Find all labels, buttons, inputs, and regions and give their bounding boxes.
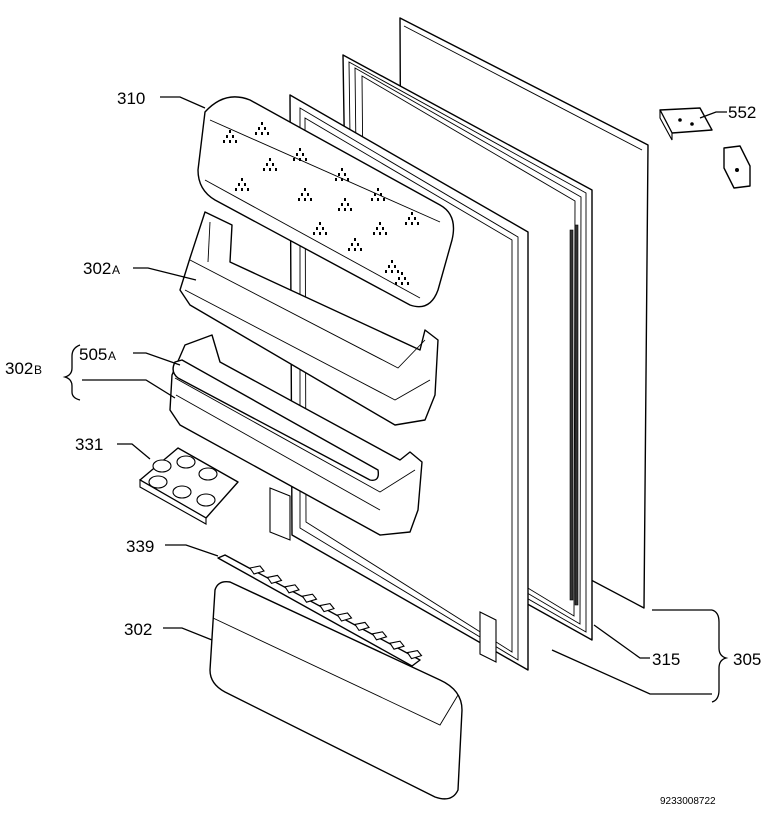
rack-tooth <box>266 574 283 585</box>
egg-relief <box>373 222 387 235</box>
egg-relief <box>235 178 249 191</box>
rack-tooth <box>371 631 388 641</box>
leader-lines <box>62 96 729 703</box>
egg-relief <box>348 238 362 251</box>
egg-relief <box>263 158 277 171</box>
label-331: 331 <box>75 435 103 454</box>
egg-relief <box>371 188 385 201</box>
egg-relief <box>293 148 307 161</box>
rack-tooth <box>406 649 423 660</box>
rack-tooth <box>336 612 353 622</box>
egg-tray <box>139 447 239 525</box>
rack-tooth <box>249 565 265 575</box>
label-302A: 302 <box>83 259 111 278</box>
egg-relief <box>313 222 327 235</box>
egg-relief <box>223 130 237 143</box>
label-302: 302 <box>124 620 152 639</box>
upper-door-shelf <box>179 211 439 426</box>
label-305: 305 <box>733 650 761 669</box>
dairy-compartment-cover <box>197 96 455 308</box>
rack-tooth <box>319 602 335 613</box>
rack-tooth <box>284 584 300 594</box>
bottle-retainer-rack <box>217 554 423 667</box>
egg-relief <box>338 198 352 211</box>
drawing-code: 9233008722 <box>660 796 716 807</box>
egg-relief <box>385 260 399 273</box>
rack-tooth <box>389 640 405 650</box>
egg-relief <box>395 272 409 285</box>
label-302B: 302 <box>5 359 33 378</box>
label-339: 339 <box>126 537 154 556</box>
egg-relief <box>335 168 349 181</box>
egg-reliefs <box>223 122 419 285</box>
rack-tooth <box>354 621 370 632</box>
label-505A-suffix: A <box>108 349 116 363</box>
label-302A-suffix: A <box>112 263 120 277</box>
label-302B-suffix: B <box>34 363 42 377</box>
egg-relief <box>298 188 312 201</box>
egg-relief <box>405 212 419 225</box>
rack-tooth <box>301 593 318 603</box>
label-310: 310 <box>117 89 145 108</box>
label-505A: 505 <box>79 345 107 364</box>
bottom-bottle-shelf <box>209 580 463 800</box>
egg-relief <box>255 122 269 135</box>
hinge-bracket <box>659 107 751 189</box>
label-315: 315 <box>652 650 680 669</box>
label-552: 552 <box>728 103 756 122</box>
middle-door-shelf <box>169 334 423 536</box>
